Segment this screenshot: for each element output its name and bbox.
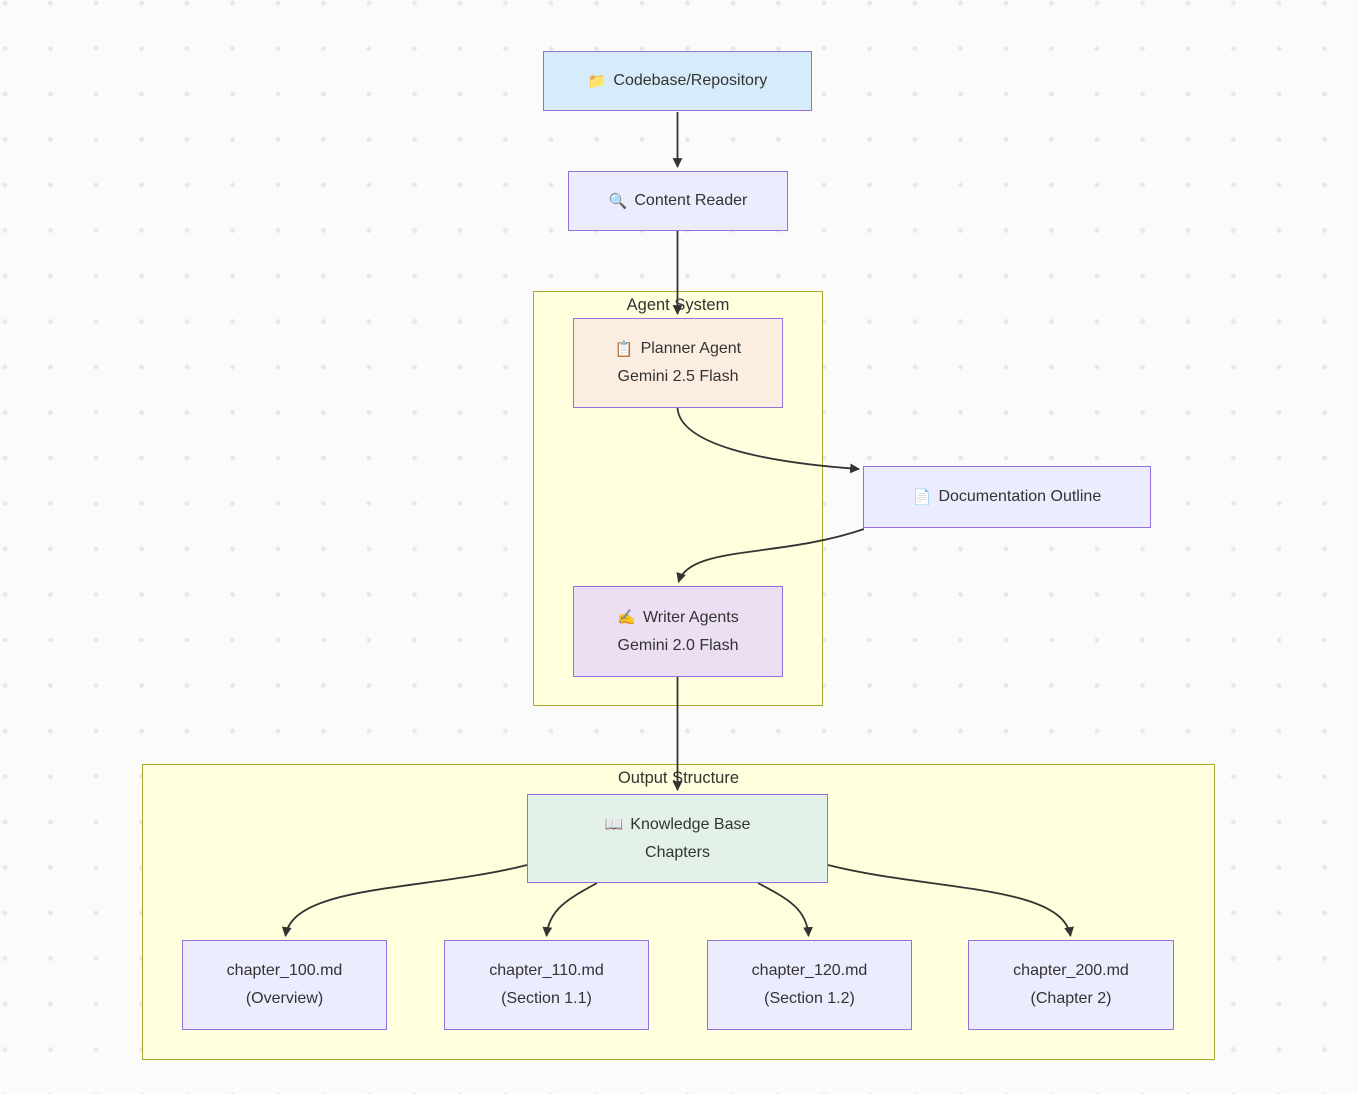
node-codebase-label: Codebase/Repository xyxy=(613,72,768,89)
node-kb-label: Knowledge Base xyxy=(630,815,751,833)
node-ch110-sublabel: (Section 1.1) xyxy=(501,990,592,1007)
node-ch100-label: chapter_100.md xyxy=(226,962,343,979)
node-writer-sublabel: Gemini 2.0 Flash xyxy=(617,636,739,654)
node-writer-agents: ✍️ Writer Agents Gemini 2.0 Flash xyxy=(573,586,783,677)
node-knowledge-base-chapters: 📖 Knowledge Base Chapters xyxy=(527,794,828,883)
node-planner-agent: 📋 Planner Agent Gemini 2.5 Flash xyxy=(573,318,783,408)
node-planner-sublabel: Gemini 2.5 Flash xyxy=(617,368,739,385)
node-writer-label: Writer Agents xyxy=(642,608,739,626)
edge-kb-to-ch100 xyxy=(281,864,528,937)
cluster-output-structure-title: Output Structure xyxy=(617,769,740,787)
node-reader-label: Content Reader xyxy=(634,192,748,209)
magnifier-icon: 🔍 xyxy=(608,192,628,210)
node-kb-sublabel: Chapters xyxy=(645,843,710,861)
edge-kb-to-ch120 xyxy=(757,882,813,937)
node-chapter-120: chapter_120.md (Section 1.2) xyxy=(707,940,912,1030)
node-ch200-sublabel: (Chapter 2) xyxy=(1030,990,1112,1007)
node-chapter-110: chapter_110.md (Section 1.1) xyxy=(444,940,649,1030)
open-book-icon: 📖 xyxy=(604,816,624,833)
node-planner-label: Planner Agent xyxy=(640,340,742,357)
clipboard-icon: 📋 xyxy=(614,340,634,358)
node-ch120-label: chapter_120.md xyxy=(751,962,868,979)
edge-planner-to-outline xyxy=(676,407,860,474)
node-ch120-sublabel: (Section 1.2) xyxy=(764,990,855,1007)
writing-hand-icon: ✍️ xyxy=(617,609,636,626)
node-chapter-200: chapter_200.md (Chapter 2) xyxy=(968,940,1174,1030)
node-outline-label: Documentation Outline xyxy=(938,488,1102,505)
node-content-reader: 🔍 Content Reader xyxy=(568,171,788,231)
node-codebase-repository: 📁 Codebase/Repository xyxy=(543,51,812,111)
edge-outline-to-writer xyxy=(676,528,865,583)
page-icon: 📄 xyxy=(912,488,932,506)
node-ch200-label: chapter_200.md xyxy=(1013,962,1129,979)
folder-icon: 📁 xyxy=(587,72,607,90)
node-chapter-100: chapter_100.md (Overview) xyxy=(182,940,387,1030)
node-documentation-outline: 📄 Documentation Outline xyxy=(863,466,1151,528)
edge-kb-to-ch110 xyxy=(542,882,598,937)
edge-kb-to-ch200 xyxy=(827,864,1074,937)
node-ch110-label: chapter_110.md xyxy=(489,962,604,979)
node-ch100-sublabel: (Overview) xyxy=(245,990,324,1007)
